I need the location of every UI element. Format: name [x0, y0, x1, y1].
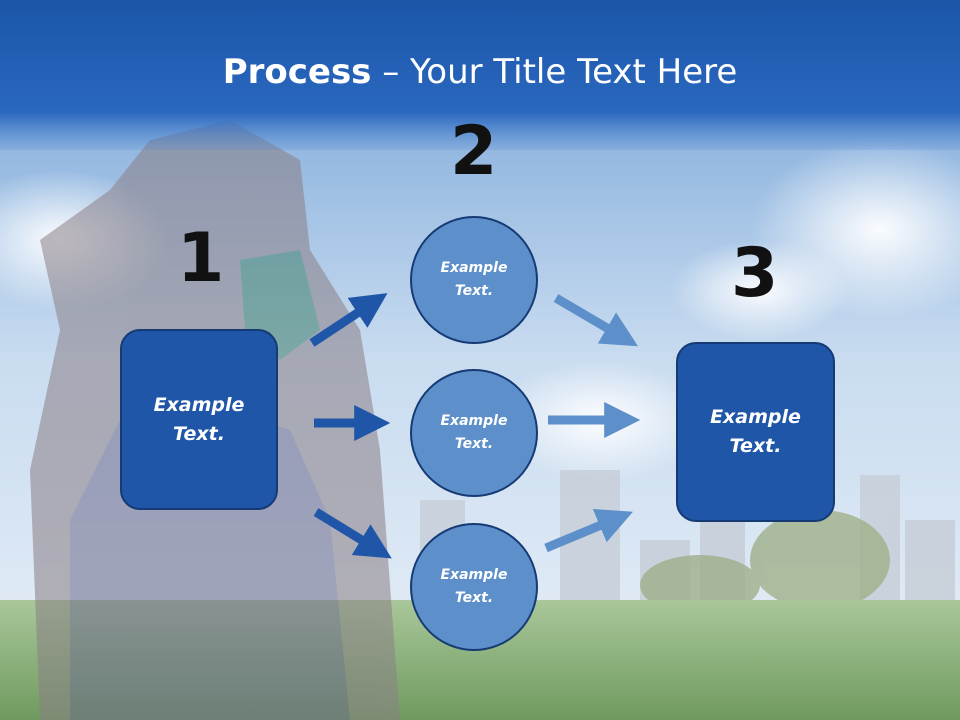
step2-circle-middle[interactable]: Example Text. — [410, 369, 538, 497]
title-bold: Process — [222, 52, 372, 92]
arrow-box1-to-circle-bottom — [313, 508, 392, 559]
step1-box[interactable]: Example Text. — [120, 329, 278, 510]
step2-circle-bottom[interactable]: Example Text. — [410, 523, 538, 651]
step1-label: Example Text. — [153, 393, 245, 445]
step2-circle-top[interactable]: Example Text. — [410, 216, 538, 344]
circle-middle-label: Example Text. — [440, 413, 508, 452]
step-number-2: 2 — [450, 112, 498, 191]
step3-label: Example Text. — [710, 406, 801, 457]
slide-title: Process – Your Title Text Here — [0, 52, 960, 92]
step-number-3: 3 — [731, 234, 779, 313]
circle-bottom-label: Example Text. — [440, 567, 508, 606]
step-number-1: 1 — [177, 219, 225, 298]
step3-box[interactable]: Example Text. — [676, 342, 835, 522]
circle-top-label: Example Text. — [440, 260, 508, 299]
title-rest: – Your Title Text Here — [371, 52, 738, 92]
arrow-box1-to-circle-top — [309, 293, 388, 347]
arrow-circle-top-to-box3 — [553, 294, 638, 347]
arrow-circle-bottom-to-box3 — [544, 509, 633, 553]
